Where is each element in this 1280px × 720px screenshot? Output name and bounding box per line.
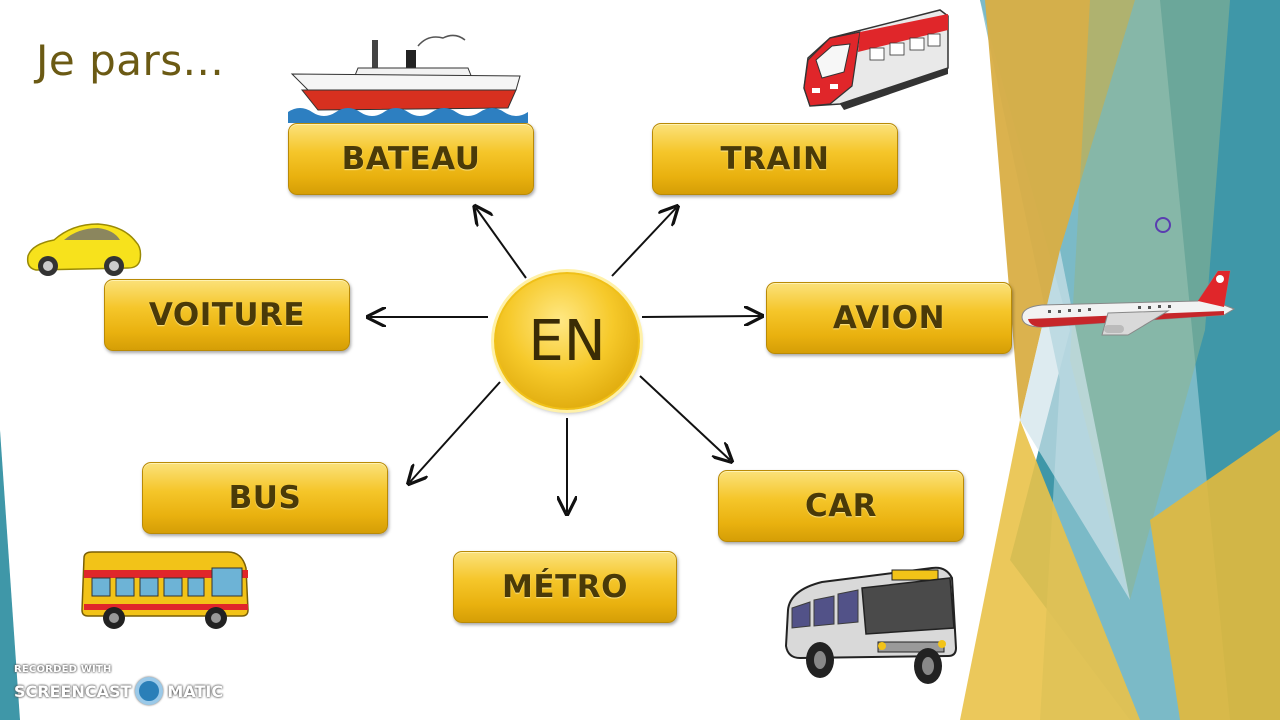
box-car[interactable]: CAR xyxy=(718,470,964,542)
center-circle: EN xyxy=(494,272,640,410)
arrow-to-avion xyxy=(641,316,760,317)
watermark-line1: RECORDED WITH xyxy=(14,664,112,675)
train-icon xyxy=(803,9,949,110)
box-train[interactable]: TRAIN xyxy=(652,123,898,195)
ship-icon xyxy=(288,34,528,123)
box-bateau[interactable]: BATEAU xyxy=(288,123,534,195)
box-avion[interactable]: AVION xyxy=(766,282,1012,354)
center-label: EN xyxy=(528,308,606,374)
box-voiture-label: VOITURE xyxy=(148,297,306,333)
box-bus[interactable]: BUS xyxy=(142,462,388,534)
watermark-line2: SCREENCAST MATIC xyxy=(14,677,223,705)
screencast-logo-icon xyxy=(135,677,164,705)
ring-marker xyxy=(1155,217,1171,233)
arrow-to-train xyxy=(611,208,676,277)
box-avion-label: AVION xyxy=(832,300,946,336)
box-metro[interactable]: MÉTRO xyxy=(453,551,677,623)
page-title: Je pars... xyxy=(36,36,225,85)
box-bateau-label: BATEAU xyxy=(341,141,481,177)
screencast-watermark: RECORDED WITH SCREENCAST MATIC xyxy=(14,664,223,705)
arrow-to-bus xyxy=(410,381,501,482)
box-car-label: CAR xyxy=(804,488,878,524)
watermark-text-a: SCREENCAST xyxy=(14,681,132,701)
arrow-to-car xyxy=(639,375,730,460)
box-metro-label: MÉTRO xyxy=(502,569,628,605)
box-bus-label: BUS xyxy=(228,480,302,516)
car-icon xyxy=(26,223,142,276)
box-voiture[interactable]: VOITURE xyxy=(104,279,350,351)
box-train-label: TRAIN xyxy=(720,141,830,177)
bus-icon xyxy=(81,551,249,629)
arrow-to-bateau xyxy=(476,208,527,279)
watermark-text-b: MATIC xyxy=(167,681,224,701)
airplane-icon xyxy=(1021,270,1236,336)
coach-icon xyxy=(784,566,958,684)
